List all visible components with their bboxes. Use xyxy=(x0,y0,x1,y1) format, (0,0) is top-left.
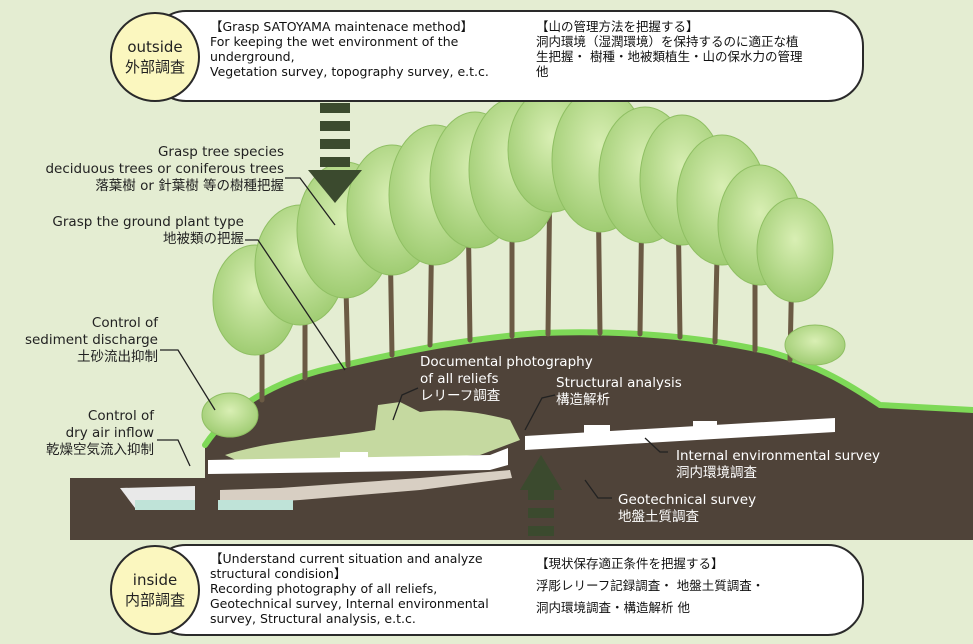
outside-jp-text: 【山の管理方法を把握する】 洞内環境（湿潤環境）を保持するのに適正な植 生把握・… xyxy=(536,19,803,79)
outside-badge-jp: 外部調査 xyxy=(124,58,185,76)
water-pool xyxy=(135,500,195,510)
outside-badge-en: outside xyxy=(127,37,183,56)
label-dry-air: Control of dry air inflow 乾燥空気流入抑制 xyxy=(46,408,154,458)
inside-jp-text: 【現状保存適正条件を把握する】 浮彫レリーフ記録調査・ 地盤土質調査・ 洞内環境… xyxy=(536,556,765,615)
leader-lines xyxy=(157,177,668,499)
tree-canopies xyxy=(201,87,846,438)
lower-tunnel xyxy=(220,470,512,505)
label-structural: Structural analysis 構造解析 xyxy=(556,375,682,408)
up-arrow xyxy=(520,455,562,536)
upper-tunnel xyxy=(208,448,508,474)
outside-banner xyxy=(150,10,864,102)
label-tree-species: Grasp tree species deciduous trees or co… xyxy=(45,144,284,194)
right-tunnel xyxy=(525,418,835,450)
inside-badge: inside 内部調査 xyxy=(110,545,200,635)
water-pool-2 xyxy=(218,500,293,510)
right-tunnel-block-2 xyxy=(693,421,717,431)
label-ground-plant: Grasp the ground plant type 地被類の把握 xyxy=(52,214,244,247)
upper-tunnel-block xyxy=(340,452,368,460)
label-geotechnical: Geotechnical survey 地盤土質調査 xyxy=(618,492,757,525)
label-internal: Internal environmental survey 洞内環境調査 xyxy=(676,448,881,481)
relief-area xyxy=(225,402,520,462)
label-documental: Documental photography of all reliefs レリ… xyxy=(420,354,593,404)
inside-badge-en: inside xyxy=(132,570,178,589)
label-sediment: Control of sediment discharge 土砂流出抑制 xyxy=(24,315,158,365)
down-arrow xyxy=(308,103,362,203)
outside-badge: outside 外部調査 xyxy=(110,12,200,102)
inside-banner xyxy=(150,544,864,636)
outside-en-text: 【Grasp SATOYAMA maintenace method】 For k… xyxy=(210,19,489,79)
inside-badge-jp: 内部調査 xyxy=(124,591,185,609)
right-tunnel-block-1 xyxy=(584,425,610,435)
inside-en-text: 【Understand current situation and analyz… xyxy=(210,551,489,626)
